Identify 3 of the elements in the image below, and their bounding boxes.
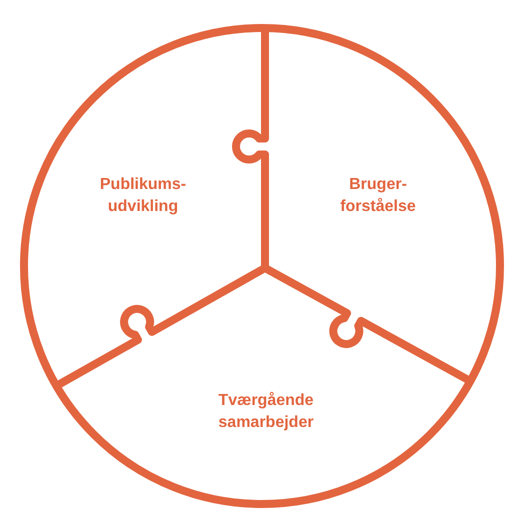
puzzle-piece-label: Bruger- forståelse: [339, 175, 417, 217]
puzzle-piece-label: Publikums- udvikling: [98, 175, 188, 217]
puzzle-piece-label: Tværgående samarbejder: [217, 390, 315, 433]
